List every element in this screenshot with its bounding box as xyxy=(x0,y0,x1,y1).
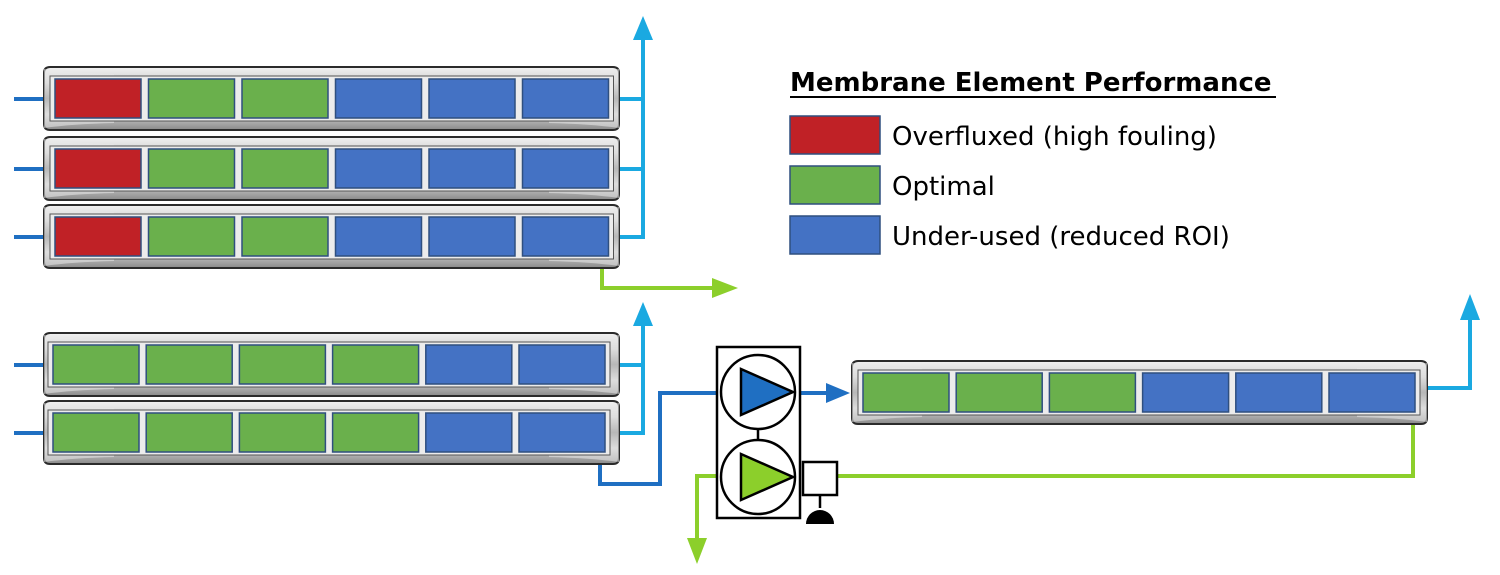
membrane-element-overfluxed xyxy=(54,148,142,189)
arrow-icon xyxy=(687,538,707,564)
vessel-channel xyxy=(857,369,1421,416)
vessel-channel xyxy=(49,213,614,260)
membrane-element-underused xyxy=(425,412,513,453)
arrow-icon xyxy=(826,383,850,403)
vessel-channel xyxy=(49,75,614,122)
membrane-element-optimal xyxy=(145,344,233,385)
arrow-icon xyxy=(633,302,653,326)
pump-skid xyxy=(715,345,839,524)
membrane-element-underused xyxy=(334,78,423,119)
permeate-pipe xyxy=(1420,318,1472,390)
membrane-element-optimal xyxy=(147,78,236,119)
membrane-element-optimal xyxy=(52,412,140,453)
membrane-element-underused xyxy=(1235,372,1323,413)
membrane-element-underused xyxy=(521,148,610,189)
vessel-channel xyxy=(47,341,611,388)
membrane-element-underused xyxy=(518,412,606,453)
vessel-channel xyxy=(47,409,611,456)
membrane-element-overfluxed xyxy=(54,216,142,257)
membrane-element-optimal xyxy=(145,412,233,453)
concentrate-pipe xyxy=(600,266,715,290)
legend-swatch-underused xyxy=(789,215,881,255)
vessel-channel xyxy=(49,145,614,192)
membrane-element-optimal xyxy=(241,148,329,189)
interstage-pipe xyxy=(598,391,718,486)
membrane-element-optimal xyxy=(241,78,329,119)
membrane-element-optimal xyxy=(862,372,950,413)
membrane-element-optimal xyxy=(331,344,420,385)
arrow-icon xyxy=(633,16,653,40)
membrane-element-optimal xyxy=(241,216,329,257)
membrane-element-optimal xyxy=(147,216,236,257)
legend-title: Membrane Element Performance xyxy=(790,68,1272,98)
pressure-vessel xyxy=(43,66,620,131)
membrane-element-underused xyxy=(334,148,423,189)
ground-icon xyxy=(806,510,834,524)
membrane-element-underused xyxy=(428,216,516,257)
membrane-element-optimal xyxy=(238,412,327,453)
pump-icon xyxy=(739,367,797,417)
legend-swatch-optimal xyxy=(789,165,881,205)
membrane-element-optimal xyxy=(331,412,420,453)
membrane-element-optimal xyxy=(238,344,327,385)
legend-label-overfluxed: Overfluxed (high fouling) xyxy=(892,122,1217,152)
membrane-element-optimal xyxy=(1048,372,1137,413)
membrane-element-underused xyxy=(428,148,516,189)
membrane-element-underused xyxy=(1141,372,1230,413)
membrane-element-underused xyxy=(428,78,516,119)
membrane-element-underused xyxy=(334,216,423,257)
motor-icon xyxy=(801,460,839,497)
membrane-element-optimal xyxy=(955,372,1043,413)
pressure-vessel xyxy=(43,332,620,397)
membrane-element-underused xyxy=(1328,372,1416,413)
pressure-vessel xyxy=(43,400,620,465)
pressure-vessel xyxy=(851,360,1428,425)
pump-icon xyxy=(739,452,797,502)
reject-pipe xyxy=(695,474,718,540)
arrow-icon xyxy=(712,278,738,298)
legend: Membrane Element Performance Overfluxed … xyxy=(789,68,1276,255)
pressure-vessel xyxy=(43,204,620,269)
arrow-icon xyxy=(1460,294,1480,320)
legend-label-underused: Under-used (reduced ROI) xyxy=(892,222,1230,252)
membrane-element-optimal xyxy=(147,148,236,189)
membrane-element-underused xyxy=(521,216,610,257)
concentrate-pipe xyxy=(838,424,1415,478)
membrane-element-underused xyxy=(521,78,610,119)
membrane-element-underused xyxy=(425,344,513,385)
membrane-element-underused xyxy=(518,344,606,385)
pressure-vessel xyxy=(43,136,620,201)
legend-swatch-overfluxed xyxy=(789,115,881,155)
legend-label-optimal: Optimal xyxy=(892,172,995,202)
pressure-vessels xyxy=(43,66,1428,465)
membrane-element-optimal xyxy=(52,344,140,385)
membrane-element-overfluxed xyxy=(54,78,142,119)
